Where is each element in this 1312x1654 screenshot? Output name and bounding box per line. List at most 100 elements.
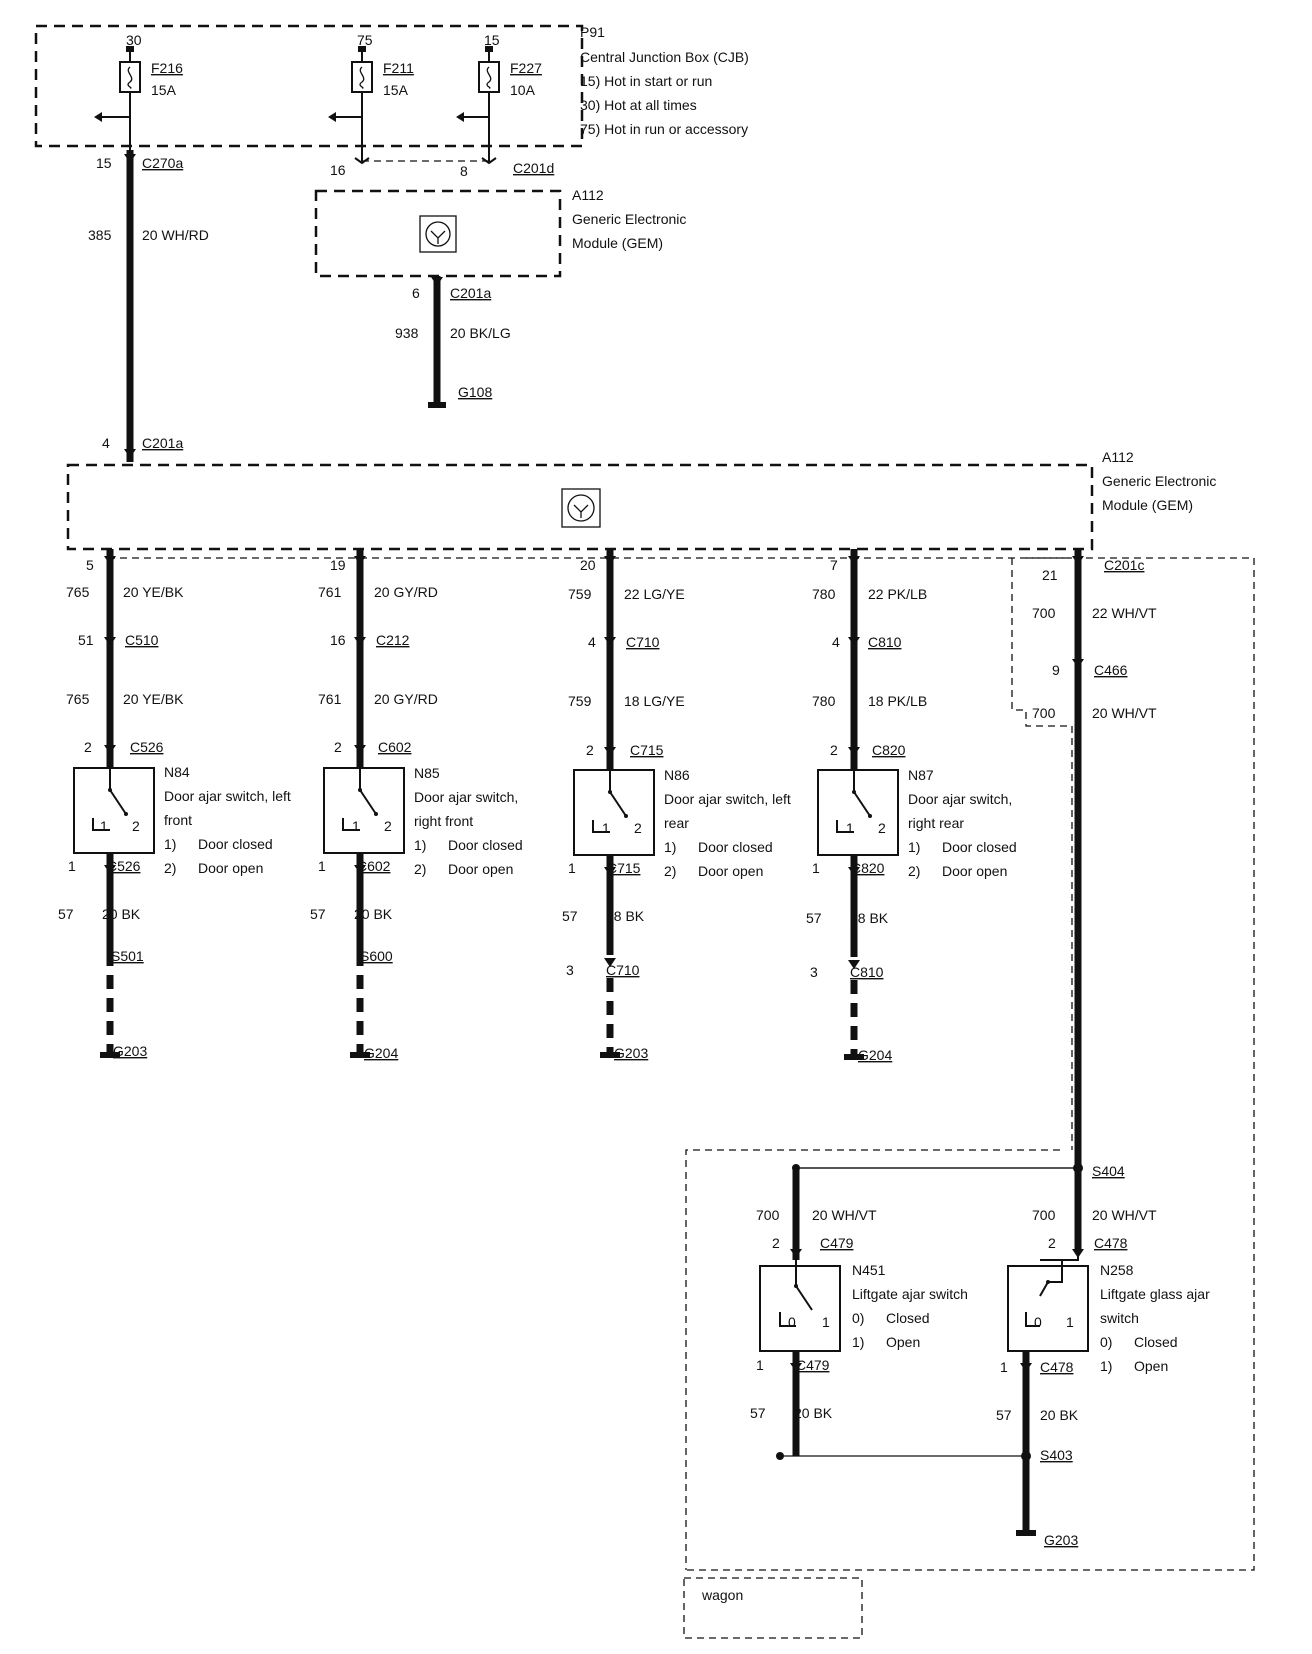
wagon-option-box: wagon	[683, 1577, 863, 1639]
cjb-legend-15: 15) Hot in start or run	[580, 73, 712, 89]
door-wire1: 20 YE/BK	[123, 584, 184, 600]
liftgate-out-connector: C479	[796, 1357, 830, 1373]
door-gem-pin: 7	[830, 557, 838, 573]
liftgate-glass-switch-id: N258	[1100, 1262, 1134, 1278]
ground-g108-symbol	[428, 402, 446, 408]
liftgate-glass-contact-1: 1	[1066, 1314, 1074, 1330]
door-out-connector: C715	[607, 860, 641, 876]
liftgate-state-1: Open	[886, 1334, 920, 1350]
feed-pin: 15	[96, 155, 112, 171]
door-switch-connector: C602	[378, 739, 412, 755]
liftgate-glass-gnd-circuit: 57	[996, 1407, 1012, 1423]
liftgate-out-pin: 1	[756, 1357, 764, 1373]
door-circuit-2: 759	[568, 693, 592, 709]
door-switch-desc2: rear	[664, 815, 689, 831]
door-state-2-num: 2)	[664, 863, 676, 879]
ground-g108: G108	[458, 384, 492, 400]
door-switch-contact-2: 2	[634, 820, 642, 836]
door-switch-connector: C526	[130, 739, 164, 755]
fuse-f211-rating: 15A	[383, 82, 409, 98]
door-switch-connector: C820	[872, 742, 906, 758]
ground-symbol	[100, 1052, 120, 1058]
door-gnd-circuit: 57	[806, 910, 822, 926]
door-gem-pin: 19	[330, 557, 346, 573]
connector-c710: C710	[606, 962, 640, 978]
liftgate-wire: 20 WH/VT	[812, 1207, 877, 1223]
door-switch-pin: 2	[830, 742, 838, 758]
liftgate-circuit: 700	[1032, 605, 1056, 621]
door-gnd-circuit: 57	[562, 908, 578, 924]
door-out-pin: 1	[318, 858, 326, 874]
door-state-2: Door open	[942, 863, 1007, 879]
gem-upper-out-pin: 6	[412, 285, 420, 301]
gem-upper-wire: 20 BK/LG	[450, 325, 511, 341]
gem-upper-in-connector: C201d	[513, 160, 554, 176]
door-state-1: Door closed	[698, 839, 773, 855]
liftgate-wire2: 20 WH/VT	[1092, 705, 1157, 721]
liftgate-glass-circuit: 700 20 WH/VT 2 C478 0 1 N258 Liftgate gl…	[996, 1168, 1210, 1548]
splice-s403: S403	[1040, 1447, 1073, 1463]
door-switch-desc2: front	[164, 812, 192, 828]
door-switch-contact-2: 2	[878, 820, 886, 836]
door-state-1: Door closed	[448, 837, 523, 853]
liftgate-glass-switch-pin: 2	[1048, 1235, 1056, 1251]
door-out-connector: C526	[107, 858, 141, 874]
liftgate-glass-state-1-num: 1)	[1100, 1358, 1112, 1374]
ground-g203-liftgate: G203	[1044, 1532, 1078, 1548]
liftgate-glass-contact-0: 0	[1034, 1314, 1042, 1330]
liftgate-gnd-circuit: 57	[750, 1405, 766, 1421]
door-state-1-num: 1)	[908, 839, 920, 855]
door-splice-pin: 3	[810, 964, 818, 980]
splice-s404: S404	[1092, 1163, 1125, 1179]
gem-upper-pin-b: 8	[460, 163, 468, 179]
door-switch-desc1: Door ajar switch, left	[164, 788, 291, 804]
liftgate-switch-id: N451	[852, 1262, 886, 1278]
door-switch-pin: 2	[586, 742, 594, 758]
door-circuit: 765	[66, 584, 90, 600]
door-gem-pin: 5	[86, 557, 94, 573]
cjb-legend-75: 75) Hot in run or accessory	[580, 121, 748, 137]
door-switch-rr	[817, 769, 899, 856]
liftgate-switch-connector: C479	[820, 1235, 854, 1251]
liftgate-glass-gnd-wire: 20 BK	[1040, 1407, 1079, 1423]
fuse-f211-name: F211	[383, 60, 414, 76]
door-out-connector: C820	[851, 860, 885, 876]
gem-module-upper: 16 8 C201d A112 Generic Electronic Modul…	[314, 145, 686, 408]
door-wire2: 18 LG/YE	[624, 693, 685, 709]
door-switch-desc1: Door ajar switch,	[908, 791, 1012, 807]
splice-s600: S600	[360, 948, 393, 964]
door-gnd-circuit: 57	[310, 906, 326, 922]
door-mid-connector: C710	[626, 634, 660, 650]
door-state-2: Door open	[698, 863, 763, 879]
door-state-1-num: 1)	[664, 839, 676, 855]
liftgate-glass-state-1: Open	[1134, 1358, 1168, 1374]
fuse-f216-name: F216	[151, 60, 183, 76]
door-circuit-rr: 7 780 22 PK/LB 4 C810 780 18 PK/LB 2 C82…	[806, 549, 1017, 1063]
fuse-f227: 15 F227 10A	[456, 32, 542, 145]
ground-symbol	[1016, 1530, 1036, 1536]
door-mid-pin: 4	[832, 634, 840, 650]
wagon-label: wagon	[701, 1587, 743, 1603]
gem-main-id: A112	[1102, 449, 1134, 465]
door-out-pin: 1	[812, 860, 820, 876]
door-circuit-rf: 19 761 20 GY/RD 16 C212 761 20 GY/RD 2 C…	[310, 549, 523, 1061]
module-icon	[419, 215, 457, 253]
fuse-f216: 30 F216 15A	[94, 32, 183, 150]
door-mid-pin: 51	[78, 632, 94, 648]
cjb-legend-30: 30) Hot at all times	[580, 97, 697, 113]
gem-main-line2: Module (GEM)	[1102, 497, 1193, 513]
door-switch-contact-1: 1	[602, 820, 610, 836]
gem-upper-line2: Module (GEM)	[572, 235, 663, 251]
door-switch-contact-2: 2	[132, 818, 140, 834]
liftgate-glass-circuit-id: 700	[1032, 1207, 1056, 1223]
door-state-2: Door open	[448, 861, 513, 877]
door-switch-contact-1: 1	[352, 818, 360, 834]
door-wire2: 20 GY/RD	[374, 691, 438, 707]
feed-circuit-385: 15 C270a 385 20 WH/RD 4 C201a	[88, 150, 209, 462]
door-out-pin: 1	[68, 858, 76, 874]
fuse-f227-name: F227	[510, 60, 542, 76]
cjb-id: P91	[580, 24, 605, 40]
liftgate-glass-out-connector: C478	[1040, 1359, 1074, 1375]
door-switch-pin: 2	[84, 739, 92, 755]
liftgate-switch-desc1: Liftgate ajar switch	[852, 1286, 968, 1302]
